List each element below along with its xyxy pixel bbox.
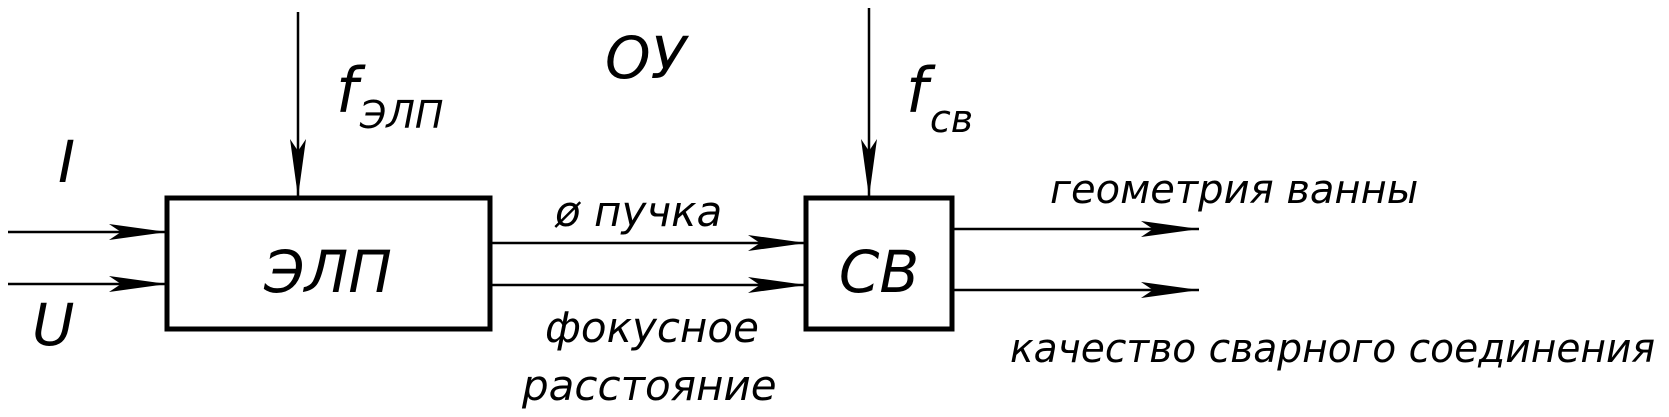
weld-disturbance-subscript: св [930, 97, 973, 141]
output-label-pool-geometry: геометрия ванны [1050, 167, 1418, 213]
input-label-voltage: U [32, 291, 74, 359]
link-label-beam-diameter: ø пучка [554, 187, 722, 236]
diagram-title: ОУ [605, 24, 690, 92]
gun-disturbance-label: fЭЛП [336, 54, 444, 137]
gun-block-label: ЭЛП [263, 238, 392, 306]
weld-disturbance-label: fсв [906, 54, 973, 141]
gun-disturbance-subscript: ЭЛП [359, 93, 444, 137]
input-label-current: I [58, 128, 75, 196]
weld-block [803, 195, 955, 332]
weld-block-label: СВ [839, 238, 919, 306]
link-label-focal-distance-line1: фокусное [545, 303, 759, 352]
gun-block [164, 195, 493, 332]
link-label-focal-distance-line2: расстояние [521, 361, 777, 410]
output-label-joint-quality: качество сварного соединения [1010, 326, 1655, 372]
